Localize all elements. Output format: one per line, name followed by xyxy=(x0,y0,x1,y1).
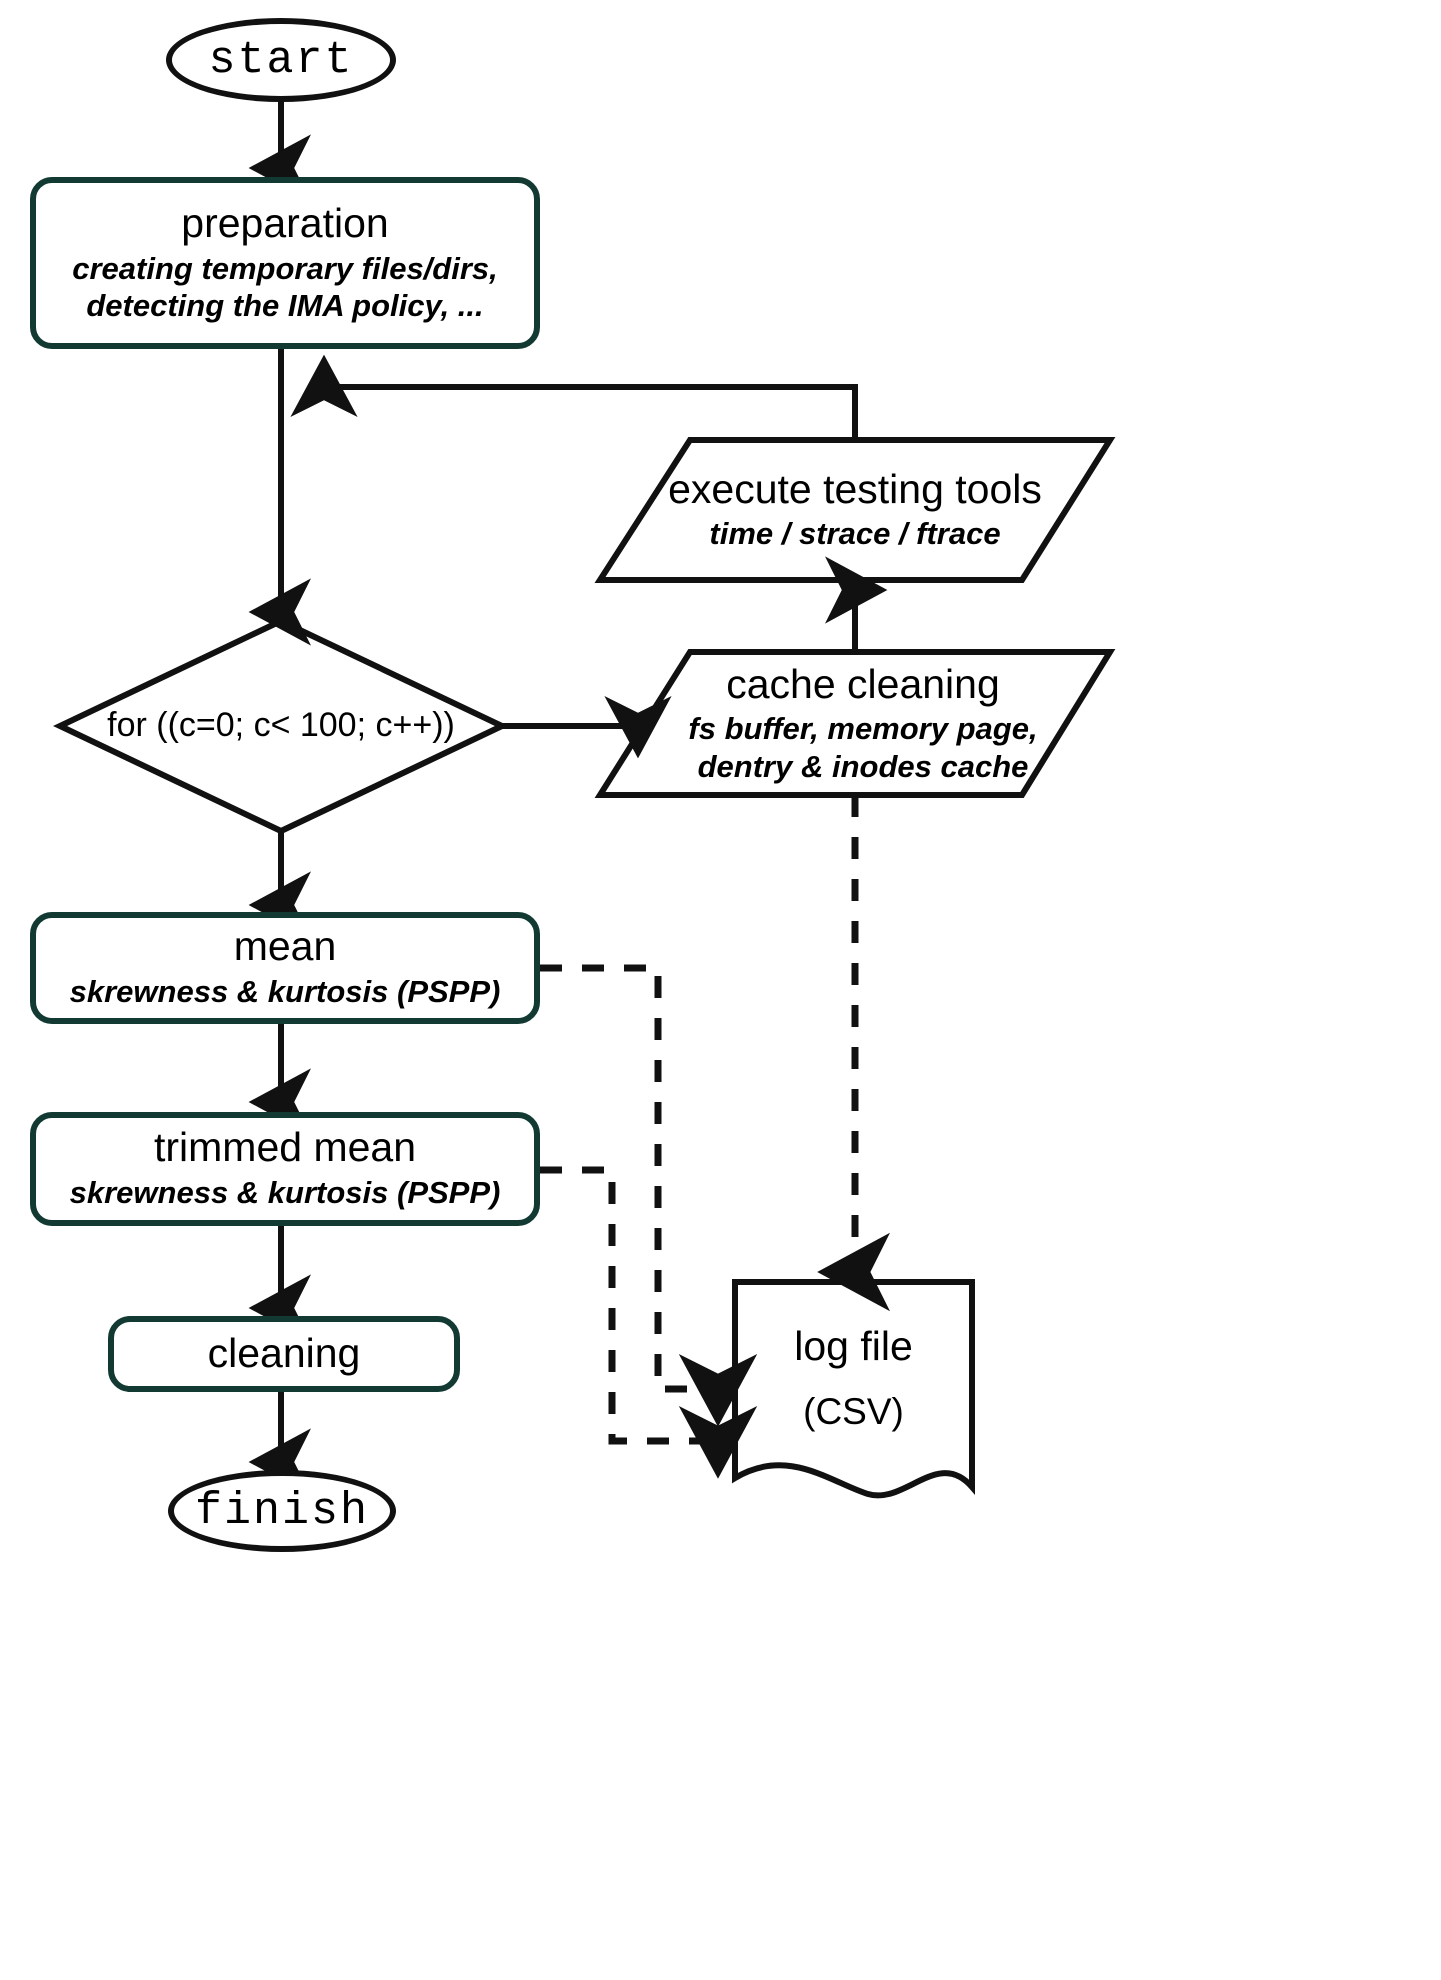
node-finish[interactable]: finish xyxy=(168,1470,396,1552)
node-finish-label: finish xyxy=(194,1485,370,1537)
node-start[interactable]: start xyxy=(166,18,396,102)
node-mean[interactable]: mean skrewness & kurtosis (PSPP) xyxy=(30,912,540,1024)
node-start-label: start xyxy=(208,34,354,86)
node-mean-label: mean xyxy=(233,923,337,970)
edge-mean-to-log-file xyxy=(540,964,758,1427)
node-cleaning[interactable]: cleaning xyxy=(108,1316,460,1392)
edge-trimmed-mean-to-log-file xyxy=(540,1166,758,1479)
edge-execute-tools-feedback xyxy=(290,354,858,440)
node-preparation-label: preparation xyxy=(181,199,389,246)
node-mean-detail-1: skrewness & kurtosis (PSPP) xyxy=(69,974,501,1010)
node-trimmed-mean[interactable]: trimmed mean skrewness & kurtosis (PSPP) xyxy=(30,1112,540,1226)
node-cleaning-label: cleaning xyxy=(207,1330,361,1377)
node-trimmed-mean-detail-1: skrewness & kurtosis (PSPP) xyxy=(69,1175,501,1211)
node-preparation-detail-1: creating temporary files/dirs, xyxy=(72,250,498,286)
execute-tools-shape xyxy=(594,437,1116,583)
node-preparation-detail-2: detecting the IMA policy, ... xyxy=(86,287,484,323)
node-preparation[interactable]: preparation creating temporary files/dir… xyxy=(30,177,540,349)
loop-decision-shape xyxy=(53,617,509,835)
log-file-shape xyxy=(732,1279,975,1499)
cache-cleaning-shape xyxy=(594,649,1116,798)
node-trimmed-mean-label: trimmed mean xyxy=(153,1124,416,1171)
